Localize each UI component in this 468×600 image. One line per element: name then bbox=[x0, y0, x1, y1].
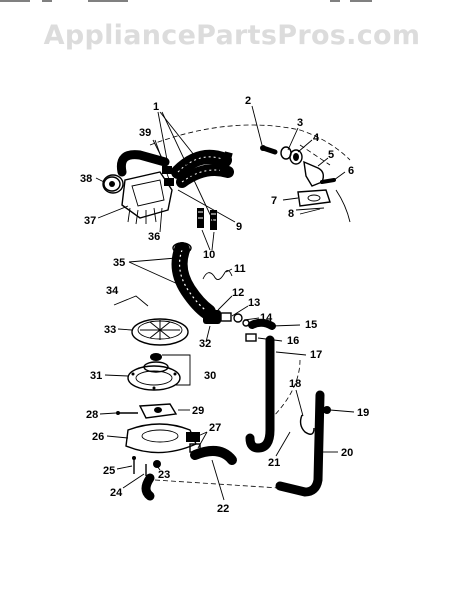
callout-10: 10 bbox=[203, 249, 215, 261]
callout-25: 25 bbox=[103, 465, 115, 477]
callout-14: 14 bbox=[260, 312, 273, 324]
callout-32: 32 bbox=[199, 338, 211, 350]
callout-1: 1 bbox=[153, 101, 159, 113]
callout-24: 24 bbox=[110, 487, 123, 499]
callout-37: 37 bbox=[84, 215, 96, 227]
callout-18: 18 bbox=[289, 378, 301, 390]
callout-38: 38 bbox=[80, 173, 92, 185]
callout-30: 30 bbox=[204, 370, 216, 382]
connector-hose bbox=[190, 446, 237, 465]
leader-lines bbox=[95, 105, 355, 501]
site-watermark: AppliancePartsPros.com bbox=[44, 20, 421, 51]
callout-39: 39 bbox=[139, 127, 151, 139]
callout-3: 3 bbox=[297, 117, 303, 129]
callout-7: 7 bbox=[271, 195, 277, 207]
callout-labels: 1 2 3 4 5 6 7 8 9 10 11 12 13 14 15 16 1… bbox=[80, 95, 369, 515]
callout-4: 4 bbox=[313, 132, 320, 144]
callout-6: 6 bbox=[348, 165, 354, 177]
callout-21: 21 bbox=[268, 457, 280, 469]
callout-33: 33 bbox=[104, 324, 116, 336]
pump-housing-stack bbox=[116, 318, 201, 501]
fill-inlet-parts bbox=[260, 145, 351, 223]
wire-clip bbox=[202, 270, 233, 280]
callout-20: 20 bbox=[341, 447, 353, 459]
callout-16: 16 bbox=[287, 335, 299, 347]
callout-22: 22 bbox=[217, 503, 229, 515]
corrugated-drain-hose bbox=[171, 242, 216, 320]
callout-5: 5 bbox=[328, 149, 334, 161]
callout-11: 11 bbox=[234, 263, 246, 275]
callout-19: 19 bbox=[357, 407, 369, 419]
callout-9: 9 bbox=[236, 221, 242, 233]
callout-27: 27 bbox=[209, 422, 221, 434]
callout-12: 12 bbox=[232, 287, 244, 299]
drain-hose-assembly bbox=[245, 335, 331, 497]
callout-8: 8 bbox=[288, 208, 294, 220]
callout-13: 13 bbox=[248, 297, 260, 309]
callout-17: 17 bbox=[310, 349, 322, 361]
callout-15: 15 bbox=[305, 319, 317, 331]
pump-outlet-parts bbox=[203, 310, 276, 342]
callout-35: 35 bbox=[113, 257, 125, 269]
callout-31: 31 bbox=[90, 370, 102, 382]
callout-29: 29 bbox=[192, 405, 204, 417]
callout-34: 34 bbox=[106, 285, 119, 297]
callout-28: 28 bbox=[86, 409, 98, 421]
callout-23: 23 bbox=[158, 469, 170, 481]
callout-2: 2 bbox=[245, 95, 251, 107]
inlet-valve-assembly bbox=[102, 150, 234, 230]
callout-36: 36 bbox=[148, 231, 160, 243]
callout-26: 26 bbox=[92, 431, 104, 443]
